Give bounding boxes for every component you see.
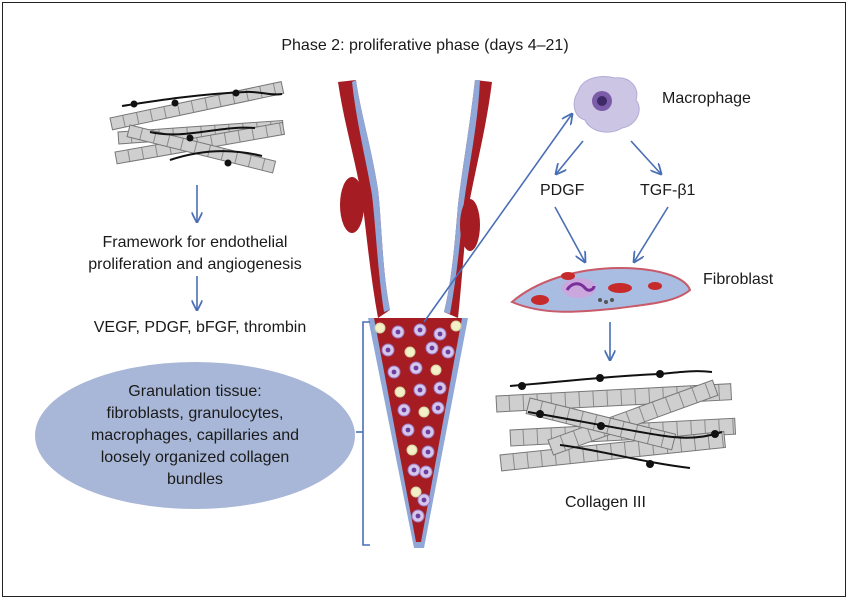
arrow-tgf-to-fibroblast <box>634 206 669 262</box>
arrow-pdgf-to-fibroblast <box>554 206 585 262</box>
wound-cell-nucleus <box>437 385 443 391</box>
wound-cell <box>430 364 442 376</box>
tgf-beta1-label: TGF-β1 <box>640 182 696 199</box>
framework-label: Framework for endothelial proliferation … <box>60 232 330 276</box>
wound-cell-nucleus <box>437 331 443 337</box>
wound-cell-nucleus <box>429 345 435 351</box>
granulation-line-4: loosely organized collagen <box>100 449 290 466</box>
collagen-fibers-icon <box>109 81 286 174</box>
granulation-line-1: Granulation tissue: <box>128 383 262 400</box>
granulation-line-5: bundles <box>166 471 224 488</box>
wound-cell-nucleus <box>415 513 421 519</box>
wound-cell-nucleus <box>445 349 451 355</box>
arrow-to-tgf <box>630 140 661 174</box>
wound-cell-nucleus <box>421 497 427 503</box>
collagen-iii-fibers-icon <box>495 370 737 472</box>
wound-cell <box>374 322 386 334</box>
wound-cell <box>404 346 416 358</box>
wound-cell-nucleus <box>405 427 411 433</box>
wound-cell-nucleus <box>391 369 397 375</box>
arrow-wound-to-macrophage <box>423 114 572 323</box>
macrophage-label: Macrophage <box>662 90 751 107</box>
fibroblast-icon <box>510 266 692 313</box>
bracket <box>362 321 370 546</box>
granulation-line-2: fibroblasts, granulocytes, <box>106 405 284 422</box>
growth-factors-label: VEGF, PDGF, bFGF, thrombin <box>93 319 307 336</box>
granulation-tissue-label: Granulation tissue: fibroblasts, granulo… <box>55 381 335 491</box>
figure-title: Phase 2: proliferative phase (days 4–21) <box>281 37 569 54</box>
framework-line-2: proliferation and angiogenesis <box>88 256 302 273</box>
wound-cell-nucleus <box>417 327 423 333</box>
wound-cell-nucleus <box>413 365 419 371</box>
collagen-iii-label: Collagen III <box>565 494 646 511</box>
wound-cell-nucleus <box>395 329 401 335</box>
wound-cell-nucleus <box>417 387 423 393</box>
wound-cell <box>410 486 422 498</box>
wound-icon <box>338 80 492 548</box>
granulation-ellipse <box>35 362 355 509</box>
wound-cell-nucleus <box>385 347 391 353</box>
wound-cell-nucleus <box>425 449 431 455</box>
wound-cell <box>394 386 406 398</box>
wound-cell <box>418 406 430 418</box>
arrow-to-pdgf <box>556 140 584 174</box>
framework-line-1: Framework for endothelial <box>102 234 288 251</box>
wound-cell-nucleus <box>411 467 417 473</box>
wound-cell <box>406 444 418 456</box>
wound-cell-nucleus <box>435 405 441 411</box>
wound-cell <box>450 320 462 332</box>
fibroblast-label: Fibroblast <box>703 271 774 288</box>
granulation-line-3: macrophages, capillaries and <box>90 427 300 444</box>
pdgf-label: PDGF <box>540 182 585 199</box>
macrophage-icon <box>573 76 640 133</box>
wound-cell-nucleus <box>401 407 407 413</box>
wound-cell-nucleus <box>423 469 429 475</box>
wound-cell-nucleus <box>425 429 431 435</box>
